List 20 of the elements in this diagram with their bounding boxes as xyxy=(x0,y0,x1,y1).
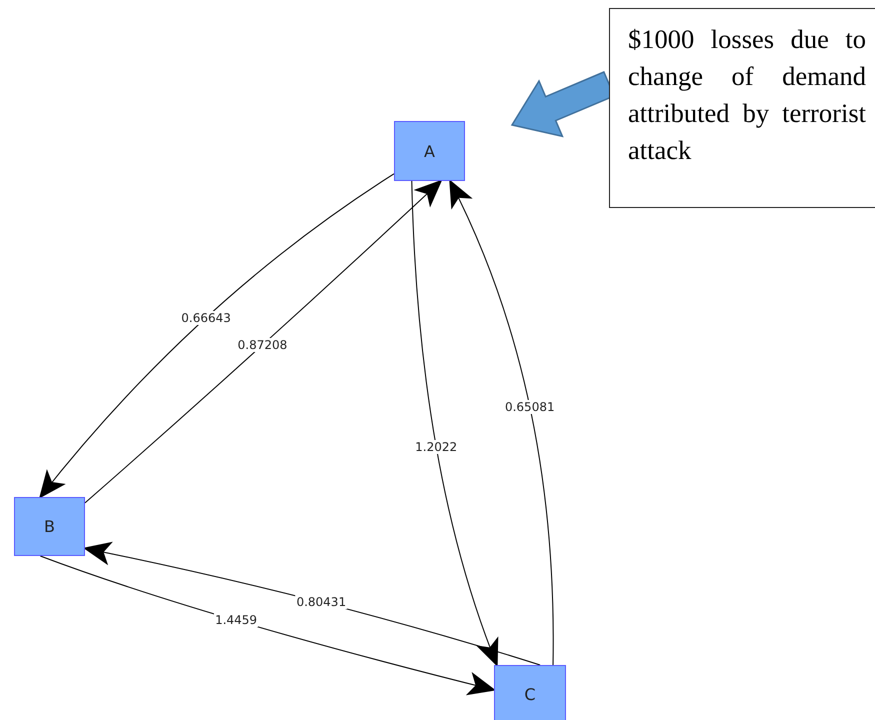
arrow xyxy=(40,556,496,696)
arrow xyxy=(411,180,499,667)
node-label: C xyxy=(524,684,536,704)
note-text: $1000 losses due to change of demand attributed by terrorist attack xyxy=(628,23,866,167)
arrow xyxy=(83,542,541,666)
edge-label: 0.66643 xyxy=(180,310,232,325)
node-label: B xyxy=(44,517,55,536)
arrow xyxy=(84,180,442,504)
node-label: A xyxy=(424,142,435,160)
edge-label: 0.80431 xyxy=(295,595,348,610)
arrow xyxy=(449,179,554,666)
node-box xyxy=(14,497,85,556)
edge-label: 0.65081 xyxy=(504,400,556,414)
edge-label: 1.4459 xyxy=(214,613,258,628)
arrow xyxy=(39,173,394,499)
node-box xyxy=(494,665,566,720)
node-box xyxy=(394,121,465,181)
edge-label: 1.2022 xyxy=(414,440,458,454)
edge-label: 0.87208 xyxy=(236,338,288,352)
note-box xyxy=(609,8,875,208)
